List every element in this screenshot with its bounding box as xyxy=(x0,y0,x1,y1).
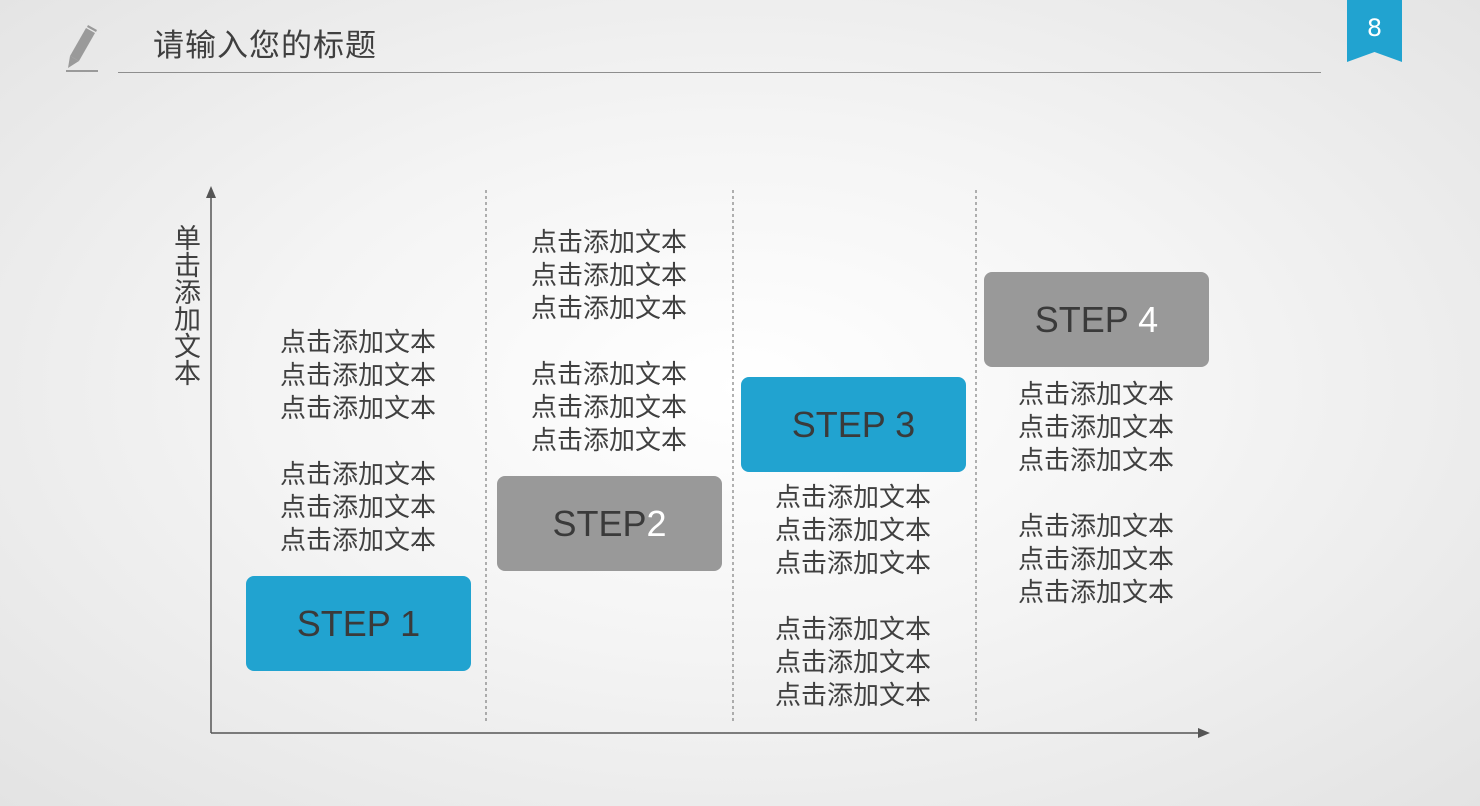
page-number-badge: 8 xyxy=(1347,0,1402,62)
step4-text-line: 点击添加文本 xyxy=(1017,545,1174,575)
step1-text-line: 点击添加文本 xyxy=(279,493,436,523)
step4-box[interactable]: STEP 4 xyxy=(984,272,1209,367)
step1-label: STEP 1 xyxy=(296,602,421,644)
step4-label-text: STEP xyxy=(1034,298,1139,340)
step4-label: STEP 4 xyxy=(1035,299,1158,341)
step4-label-number: 4 xyxy=(1138,298,1159,340)
step4-text-line: 点击添加文本 xyxy=(1017,512,1174,542)
step3-label: STEP 3 xyxy=(791,403,916,445)
step2-label-text: STEP xyxy=(552,502,647,544)
x-axis-arrow xyxy=(1198,728,1210,738)
step4-text-block: 点击添加文本 点击添加文本 点击添加文本 点击添加文本 点击添加文本 点击添加文… xyxy=(996,379,1196,610)
step4-text-line: 点击添加文本 xyxy=(1017,578,1174,608)
y-axis-arrow xyxy=(206,186,216,198)
step2-text-line: 点击添加文本 xyxy=(530,360,687,390)
step3-box[interactable]: STEP 3 xyxy=(741,377,966,472)
step2-text-line: 点击添加文本 xyxy=(530,393,687,423)
step3-text-line: 点击添加文本 xyxy=(774,615,931,645)
step1-text-line: 点击添加文本 xyxy=(279,526,436,556)
page-title: 请输入您的标题 xyxy=(153,28,377,64)
pencil-icon xyxy=(62,24,102,74)
step4-text-line: 点击添加文本 xyxy=(1017,446,1174,476)
step3-text-line: 点击添加文本 xyxy=(774,483,931,513)
step3-text-line: 点击添加文本 xyxy=(774,648,931,678)
step2-text-block: 点击添加文本 点击添加文本 点击添加文本 点击添加文本 点击添加文本 点击添加文… xyxy=(509,227,709,458)
step2-box[interactable]: STEP2 xyxy=(497,476,722,571)
y-axis-label: 单击添加文本 xyxy=(169,224,200,386)
step1-text-line: 点击添加文本 xyxy=(279,460,436,490)
step3-text-line: 点击添加文本 xyxy=(774,549,931,579)
step1-box[interactable]: STEP 1 xyxy=(246,576,471,671)
step1-text-line: 点击添加文本 xyxy=(279,328,436,358)
step2-label-number: 2 xyxy=(646,502,667,544)
page-number: 8 xyxy=(1366,14,1383,42)
step3-text-line: 点击添加文本 xyxy=(774,516,931,546)
step2-text-line: 点击添加文本 xyxy=(530,261,687,291)
step4-text-line: 点击添加文本 xyxy=(1017,413,1174,443)
step3-text-line: 点击添加文本 xyxy=(774,681,931,711)
step1-text-block: 点击添加文本 点击添加文本 点击添加文本 点击添加文本 点击添加文本 点击添加文… xyxy=(258,327,458,558)
step4-text-line: 点击添加文本 xyxy=(1017,380,1174,410)
step2-text-line: 点击添加文本 xyxy=(530,228,687,258)
step2-text-line: 点击添加文本 xyxy=(530,294,687,324)
step3-text-block: 点击添加文本 点击添加文本 点击添加文本 点击添加文本 点击添加文本 点击添加文… xyxy=(753,482,953,713)
title-divider xyxy=(118,72,1321,73)
step1-text-line: 点击添加文本 xyxy=(279,394,436,424)
step2-label: STEP2 xyxy=(552,503,666,545)
step1-text-line: 点击添加文本 xyxy=(279,361,436,391)
step2-text-line: 点击添加文本 xyxy=(530,426,687,456)
